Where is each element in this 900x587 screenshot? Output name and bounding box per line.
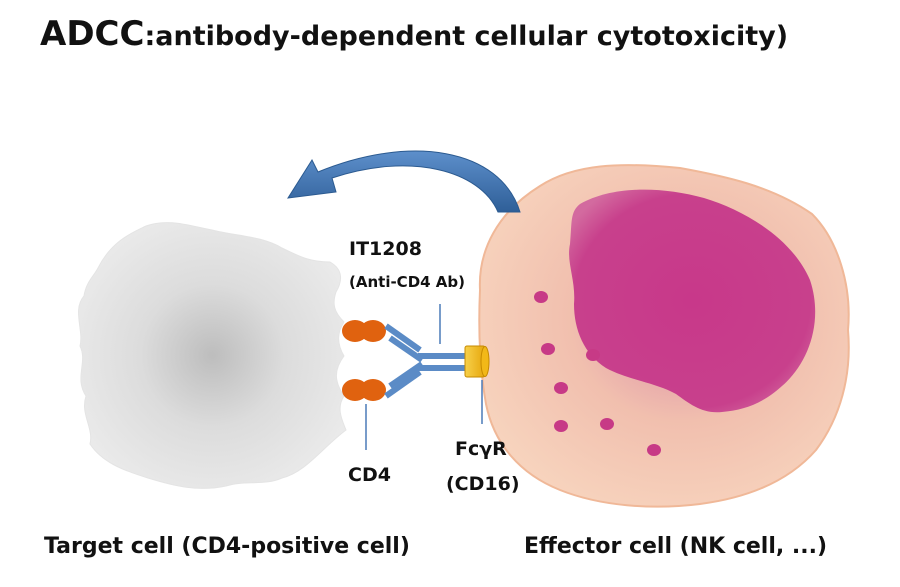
diagram-title: ADCC:antibody-dependent cellular cytotox… xyxy=(40,14,788,54)
cd4-label: CD4 xyxy=(348,464,391,486)
cd4-receptor-lower xyxy=(342,379,386,401)
granule xyxy=(554,382,568,394)
effector-cell-caption: Effector cell (NK cell, ...) xyxy=(524,534,828,559)
cytotoxicity-arrow xyxy=(287,150,521,213)
title-expansion: :antibody-dependent cellular cytotoxicit… xyxy=(144,21,789,52)
antibody-desc-label: (Anti-CD4 Ab) xyxy=(349,273,466,291)
cd4-receptor-upper xyxy=(342,320,386,342)
cd16-label: (CD16) xyxy=(446,473,520,495)
granule xyxy=(586,349,600,361)
cytotoxic-granules xyxy=(534,291,661,456)
antibody-name-label: IT1208 xyxy=(349,238,422,260)
granule xyxy=(647,444,661,456)
granule xyxy=(554,420,568,432)
fc-gamma-receptor xyxy=(464,345,490,378)
effector-nucleus xyxy=(569,189,816,413)
target-cell xyxy=(78,222,347,489)
title-acronym: ADCC xyxy=(40,14,145,54)
fcgr-label: FcγR xyxy=(455,438,507,460)
granule xyxy=(534,291,548,303)
anti-cd4-antibody xyxy=(384,323,468,399)
granule xyxy=(600,418,614,430)
granule xyxy=(541,343,555,355)
target-cell-caption: Target cell (CD4-positive cell) xyxy=(44,534,410,559)
